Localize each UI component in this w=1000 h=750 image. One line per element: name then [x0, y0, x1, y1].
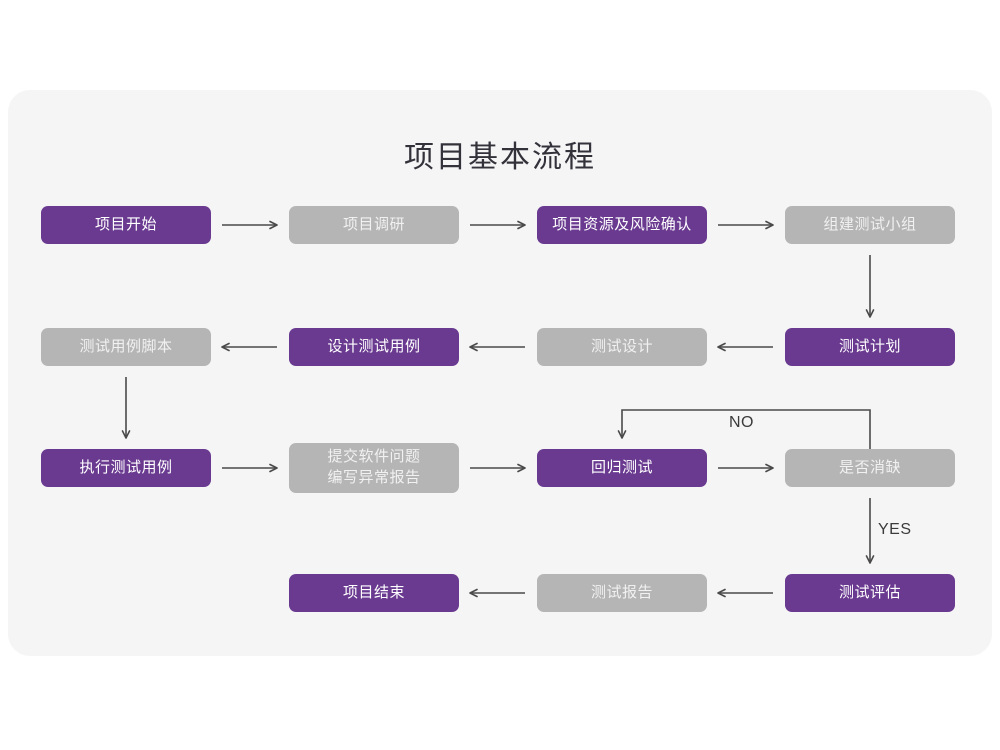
node-test-report[interactable]: 测试报告: [537, 574, 707, 612]
node-build-test-team[interactable]: 组建测试小组: [785, 206, 955, 244]
node-project-end[interactable]: 项目结束: [289, 574, 459, 612]
flowchart-card: [8, 90, 992, 656]
node-project-start[interactable]: 项目开始: [41, 206, 211, 244]
node-project-research[interactable]: 项目调研: [289, 206, 459, 244]
node-regression-test[interactable]: 回归测试: [537, 449, 707, 487]
edge-label-yes: YES: [878, 521, 912, 538]
node-test-plan[interactable]: 测试计划: [785, 328, 955, 366]
node-test-evaluation[interactable]: 测试评估: [785, 574, 955, 612]
node-defect-resolved[interactable]: 是否消缺: [785, 449, 955, 487]
node-execute-test-case[interactable]: 执行测试用例: [41, 449, 211, 487]
page-title: 项目基本流程: [404, 141, 596, 174]
node-design-test-case[interactable]: 设计测试用例: [289, 328, 459, 366]
node-resource-risk-confirm[interactable]: 项目资源及风险确认: [537, 206, 707, 244]
edge-label-no: NO: [729, 414, 754, 431]
node-submit-bug-report[interactable]: 提交软件问题 编写异常报告: [289, 443, 459, 493]
node-test-design[interactable]: 测试设计: [537, 328, 707, 366]
node-test-case-script[interactable]: 测试用例脚本: [41, 328, 211, 366]
